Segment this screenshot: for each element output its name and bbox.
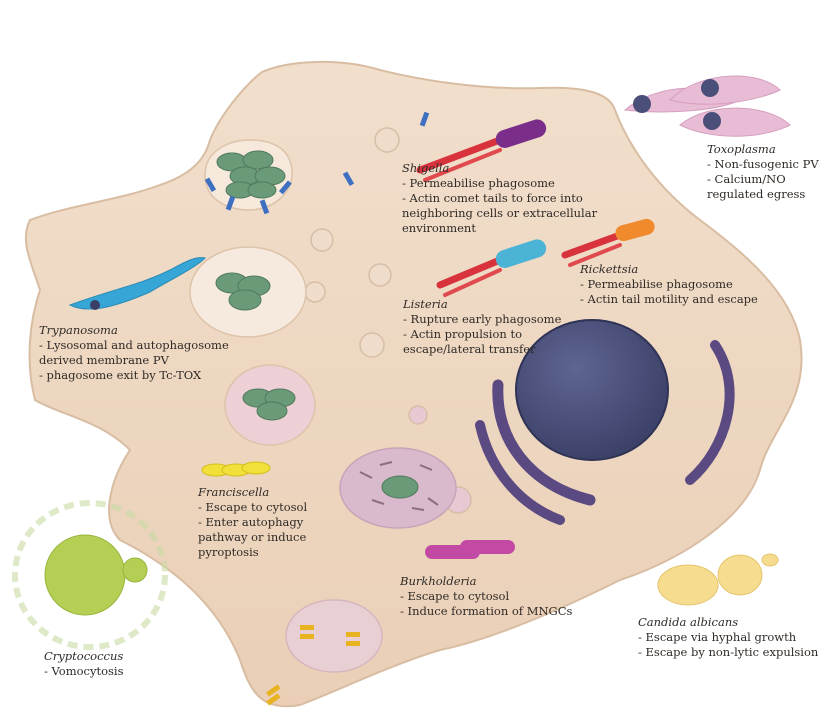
listeria-name: Listeria: [403, 297, 561, 312]
candida-name: Candida albicans: [638, 615, 818, 630]
label-toxoplasma: Toxoplasma - Non-fusogenic PV - Calcium/…: [707, 142, 819, 202]
vacuole-lysosomal: [225, 365, 315, 445]
cryptococcus-name: Cryptococcus: [44, 649, 124, 664]
label-burkholderia: Burkholderia - Escape to cytosol - Induc…: [400, 574, 572, 619]
cryptococcus-cell: [15, 503, 165, 647]
rickettsia-name: Rickettsia: [580, 262, 758, 277]
francisella-name: Franciscella: [198, 485, 307, 500]
trypanosoma-name: Trypanosoma: [39, 323, 229, 338]
label-trypanosoma: Trypanosoma - Lysosomal and autophagosom…: [39, 323, 229, 383]
burkholderia-name: Burkholderia: [400, 574, 572, 589]
shigella-name: Shigella: [402, 161, 597, 176]
francisella-bacteria: [202, 462, 270, 476]
label-rickettsia: Rickettsia - Permeabilise phagosome - Ac…: [580, 262, 758, 307]
toxoplasma-name: Toxoplasma: [707, 142, 819, 157]
vacuole-francisella: [340, 448, 456, 528]
label-candida: Candida albicans - Escape via hyphal gro…: [638, 615, 818, 660]
candida-cells: [658, 554, 778, 605]
label-cryptococcus: Cryptococcus - Vomocytosis: [44, 649, 124, 679]
label-listeria: Listeria - Rupture early phagosome - Act…: [403, 297, 561, 357]
label-francisella: Franciscella - Escape to cytosol - Enter…: [198, 485, 307, 560]
toxoplasma-parasites: [625, 76, 790, 136]
label-shigella: Shigella - Permeabilise phagosome - Acti…: [402, 161, 597, 236]
